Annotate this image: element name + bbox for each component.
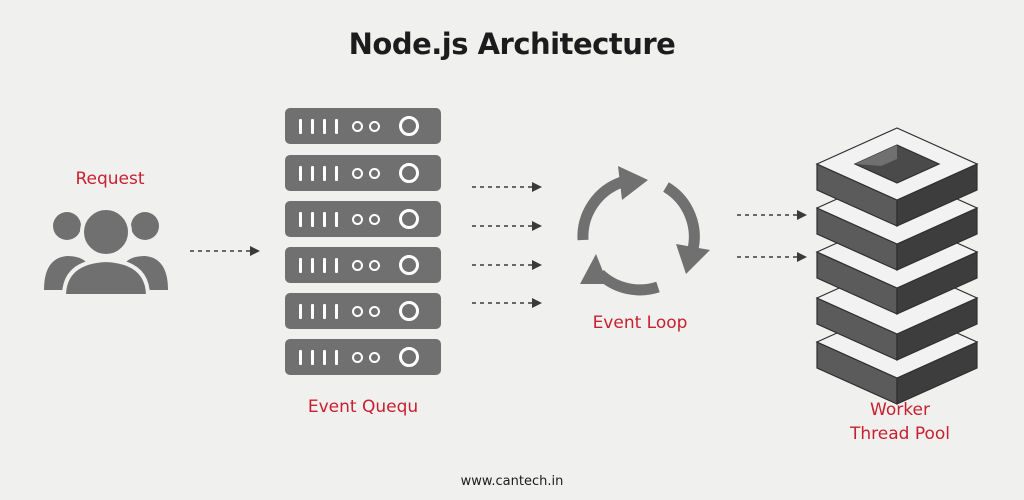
layer-top-face xyxy=(815,305,979,379)
server-bar xyxy=(299,350,302,365)
server-bar xyxy=(323,258,326,273)
server-bar xyxy=(311,304,314,319)
server-disk xyxy=(399,116,419,136)
worker-pool-label-line2: Thread Pool xyxy=(849,424,951,444)
layer-left-face xyxy=(816,207,898,271)
layer-left-face xyxy=(816,163,898,227)
request-label: Request xyxy=(75,169,145,189)
server-bar xyxy=(323,166,326,181)
server-led xyxy=(352,306,363,317)
server-bar xyxy=(299,304,302,319)
layer-top-face xyxy=(815,261,979,335)
diagram-title: Node.js Architecture xyxy=(348,27,676,61)
server-led xyxy=(369,168,380,179)
server-bar xyxy=(335,258,338,273)
server-led xyxy=(352,260,363,271)
server-bar xyxy=(323,304,326,319)
server-bar xyxy=(335,119,338,134)
layer-right-face xyxy=(896,163,978,227)
server-bar xyxy=(323,119,326,134)
server-bar xyxy=(299,258,302,273)
server-bar xyxy=(323,212,326,227)
server-led xyxy=(352,168,363,179)
layer-left-face xyxy=(816,341,898,405)
layer-right-face xyxy=(896,207,978,271)
server-bar xyxy=(311,258,314,273)
server-bar xyxy=(335,212,338,227)
worker-pool-label-line1: Worker xyxy=(870,400,930,420)
server-row xyxy=(285,155,441,191)
server-row xyxy=(285,339,441,375)
server-led xyxy=(369,121,380,132)
server-bar xyxy=(299,212,302,227)
server-bar xyxy=(311,350,314,365)
server-bar xyxy=(311,166,314,181)
layer-right-face xyxy=(896,251,978,315)
server-led xyxy=(369,306,380,317)
server-disk xyxy=(399,301,419,321)
layer-left-face xyxy=(816,251,898,315)
server-bar xyxy=(311,119,314,134)
layer-left-face xyxy=(816,297,898,361)
layer-right-face xyxy=(896,341,978,405)
server-bar xyxy=(323,350,326,365)
server-row xyxy=(285,201,441,237)
layer-hole xyxy=(853,144,941,184)
server-row xyxy=(285,247,441,283)
server-bar xyxy=(335,166,338,181)
event-loop-label: Event Loop xyxy=(592,313,688,333)
server-led xyxy=(369,260,380,271)
server-bar xyxy=(335,350,338,365)
server-disk xyxy=(399,255,419,275)
server-disk xyxy=(399,347,419,367)
footer-url: www.cantech.in xyxy=(460,474,564,489)
layer-right-face xyxy=(896,297,978,361)
server-bar xyxy=(335,304,338,319)
server-led xyxy=(369,214,380,225)
server-led xyxy=(352,121,363,132)
layer-top-face xyxy=(815,171,979,245)
server-disk xyxy=(399,209,419,229)
event-queue-label: Event Quequ xyxy=(307,397,419,417)
server-row xyxy=(285,108,441,144)
server-led xyxy=(352,352,363,363)
server-bar xyxy=(299,119,302,134)
server-bar xyxy=(311,212,314,227)
server-led xyxy=(369,352,380,363)
layer-top-face xyxy=(815,127,979,201)
layer-top-face xyxy=(815,215,979,289)
server-bar xyxy=(299,166,302,181)
server-led xyxy=(352,214,363,225)
server-disk xyxy=(399,163,419,183)
layer-hole-wall xyxy=(855,145,897,166)
server-row xyxy=(285,293,441,329)
